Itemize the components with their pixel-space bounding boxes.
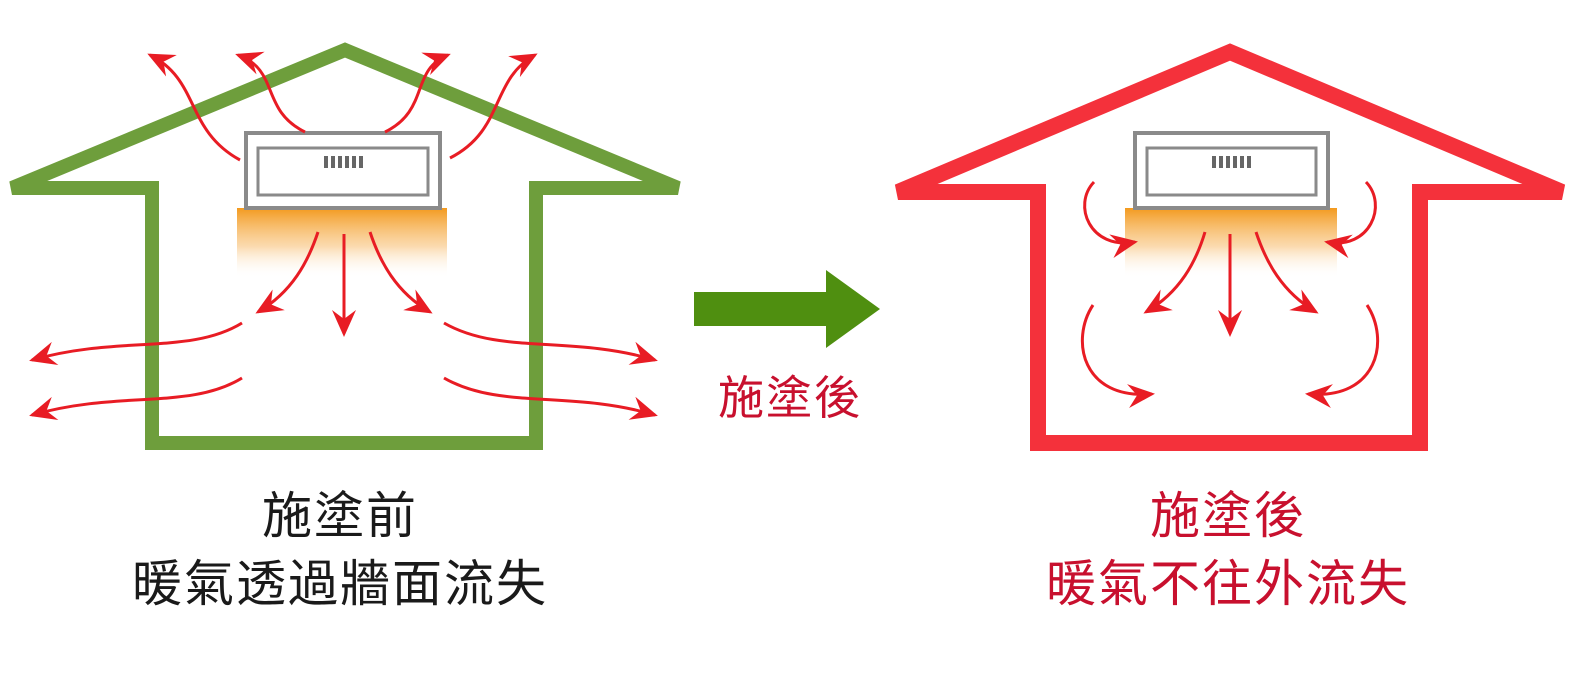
right-arrow-icon bbox=[694, 270, 880, 348]
warm-glow-before bbox=[237, 208, 447, 278]
house-before-outline bbox=[9, 42, 681, 450]
caption-before: 施塗前 暖氣透過牆面流失 bbox=[60, 482, 620, 618]
caption-after: 施塗後 暖氣不往外流失 bbox=[948, 482, 1508, 618]
caption-after-subtitle: 暖氣不往外流失 bbox=[1046, 555, 1410, 613]
heat-flow-before bbox=[29, 51, 658, 420]
ac-vent-icon bbox=[1212, 156, 1251, 168]
ac-unit-before bbox=[237, 131, 447, 278]
house-before bbox=[9, 42, 681, 450]
caption-before-title: 施塗前 bbox=[262, 487, 418, 545]
house-after-outline bbox=[894, 43, 1566, 451]
ac-vent-icon bbox=[324, 156, 363, 168]
heat-flow-after bbox=[1080, 180, 1380, 408]
caption-after-title: 施塗後 bbox=[1150, 487, 1306, 545]
caption-before-subtitle: 暖氣透過牆面流失 bbox=[132, 555, 548, 613]
house-after bbox=[894, 43, 1566, 451]
arrow-label: 施塗後 bbox=[718, 371, 862, 425]
